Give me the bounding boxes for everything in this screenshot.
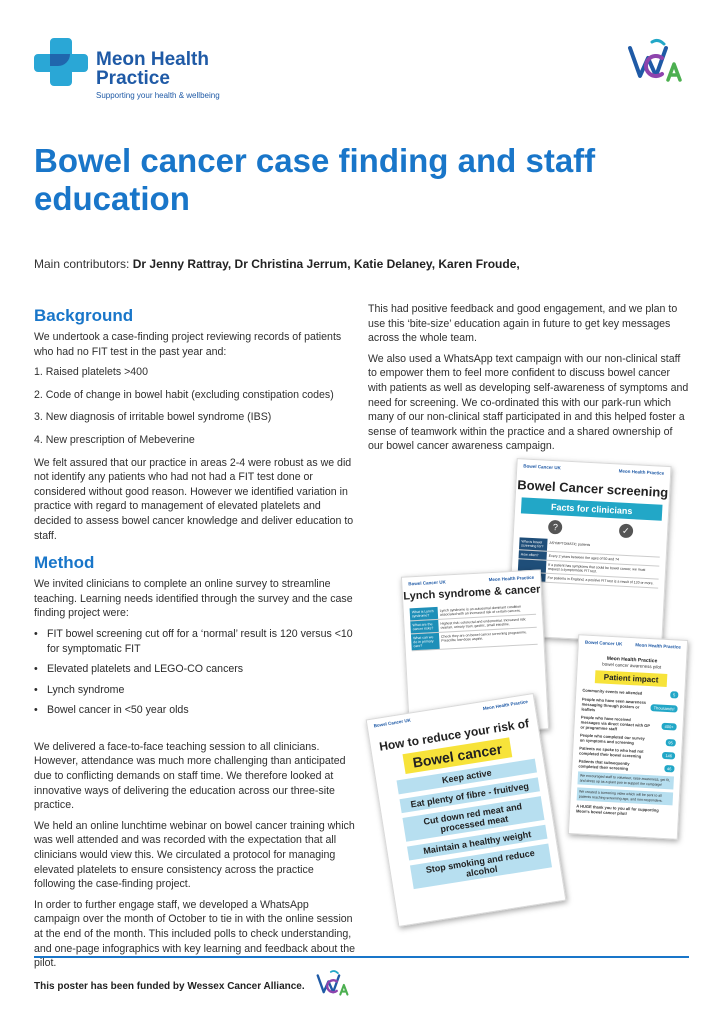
- infographic-pilot-impact: Bowel Cancer UK Meon Health Practice Meo…: [567, 634, 689, 840]
- funding-statement: This poster has been funded by Wessex Ca…: [34, 981, 305, 992]
- pilot-note-2: We created a screening video which will …: [576, 787, 674, 806]
- right-column: This had positive feedback and good enga…: [368, 302, 690, 460]
- background-item: 1. Raised platelets >400: [34, 366, 148, 379]
- method-bullet: FIT bowel screening cut off for a ‘norma…: [34, 627, 356, 656]
- background-heading: Background: [34, 306, 134, 325]
- practice-mini-logo: Meon Health Practice: [618, 468, 665, 476]
- question-icon: ?: [548, 519, 563, 535]
- screening-title: Bowel Cancer screening: [516, 477, 669, 501]
- background-list: 1. Raised platelets >400 2. Code of chan…: [34, 365, 356, 447]
- practice-name: Meon Health Practice: [96, 50, 209, 88]
- infographic-reduce-risk: Bowel Cancer UK Meon Health Practice How…: [365, 692, 567, 928]
- method-bullet: Lynch syndrome: [34, 683, 356, 698]
- background-item: 4. New prescription of Mebeverine: [34, 433, 195, 446]
- stat-value: Thousands!: [650, 704, 678, 713]
- stat-label: Community events we attended: [582, 687, 643, 696]
- method-paragraph-2: We held an online lunchtime webinar on b…: [34, 819, 355, 891]
- practice-tagline: Supporting your health & wellbeing: [96, 91, 220, 100]
- background-item: 2. Code of change in bowel habit (exclud…: [34, 388, 334, 401]
- stat-value: 146: [662, 751, 676, 759]
- method-bullet: Elevated platelets and LEGO-CO cancers: [34, 662, 356, 677]
- stat-label: People who completed our survey on sympt…: [579, 732, 645, 746]
- practice-mini-logo: Meon Health Practice: [482, 699, 529, 712]
- patient-impact-band: Patient impact: [594, 670, 668, 687]
- check-icon: ✓: [618, 523, 634, 539]
- practice-name-line1: Meon Health: [96, 49, 209, 70]
- pilot-thanks: A HUGE thank you to you all for supporti…: [575, 803, 659, 817]
- screening-band: Facts for clinicians: [520, 497, 663, 521]
- contributors-names: Dr Jenny Rattray, Dr Christina Jerrum, K…: [132, 257, 520, 271]
- health-cross-icon: [34, 38, 88, 86]
- right-paragraph-2: We also used a WhatsApp text campaign wi…: [368, 352, 689, 453]
- bowel-cancer-uk-logo: Bowel Cancer UK: [373, 717, 412, 729]
- row-label: Who is bowel screening for?: [518, 537, 548, 551]
- stat-label: People who have received messages via di…: [580, 714, 651, 732]
- bowel-cancer-uk-logo: Bowel Cancer UK: [523, 463, 561, 471]
- stat-row: People who completed our survey on sympt…: [580, 732, 676, 747]
- wessex-cancer-alliance-logo-small: [316, 970, 349, 996]
- contributors-line: Main contributors: Dr Jenny Rattray, Dr …: [34, 257, 520, 271]
- left-column: Background We undertook a case-finding p…: [34, 306, 356, 977]
- practice-mini-logo: Meon Health Practice: [488, 574, 535, 583]
- stat-row: Patients we spoke to who had not complet…: [578, 745, 676, 760]
- practice-logo: Meon Health Practice Supporting your hea…: [34, 34, 234, 100]
- row-label: How often?: [518, 550, 547, 560]
- right-paragraph-1: This had positive feedback and good enga…: [368, 303, 678, 345]
- wessex-cancer-alliance-logo: [628, 38, 682, 82]
- pilot-note-1: We encouraged staff to volunteer, raise …: [577, 771, 674, 790]
- practice-name-line2: Practice: [96, 68, 170, 89]
- footer-divider: [34, 956, 689, 958]
- practice-mini-logo: Meon Health Practice: [635, 642, 681, 650]
- background-paragraph: We felt assured that our practice in are…: [34, 456, 354, 542]
- method-heading: Method: [34, 553, 95, 573]
- bowel-cancer-uk-logo: Bowel Cancer UK: [584, 639, 623, 647]
- poster-title: Bowel cancer case finding and staff educ…: [34, 142, 596, 217]
- stat-value: 400+: [661, 722, 677, 731]
- stat-value: 46: [663, 764, 675, 772]
- stat-value: 5: [669, 691, 679, 699]
- method-paragraph-1: We delivered a face-to-face teaching ses…: [34, 740, 346, 812]
- row-label: What can we do in primary care?: [410, 632, 440, 651]
- stat-row: People who have seen awareness messaging…: [581, 697, 678, 717]
- contributors-label: Main contributors:: [34, 257, 130, 271]
- method-intro: We invited clinicians to complete an onl…: [34, 578, 353, 620]
- stat-label: Patients we spoke to who had not complet…: [578, 745, 644, 759]
- stat-label: Patients that subsequently completed the…: [578, 758, 630, 772]
- stat-value: 95: [665, 738, 676, 747]
- stat-label: People who have seen awareness messaging…: [581, 696, 647, 713]
- background-intro: We undertook a case-finding project revi…: [34, 331, 342, 358]
- row-label: What is Lynch syndrome?: [409, 606, 439, 621]
- stat-row: People who have received messages via di…: [580, 715, 677, 735]
- method-bullet: Bowel cancer in <50 year olds: [34, 703, 356, 718]
- method-paragraph-3: In order to further engage staff, we dev…: [34, 898, 355, 970]
- method-bullets: FIT bowel screening cut off for a ‘norma…: [34, 627, 356, 718]
- row-label: What are the cancer risks?: [410, 619, 439, 634]
- background-item: 3. New diagnosis of irritable bowel synd…: [34, 411, 272, 424]
- bowel-cancer-uk-logo: Bowel Cancer UK: [408, 579, 446, 587]
